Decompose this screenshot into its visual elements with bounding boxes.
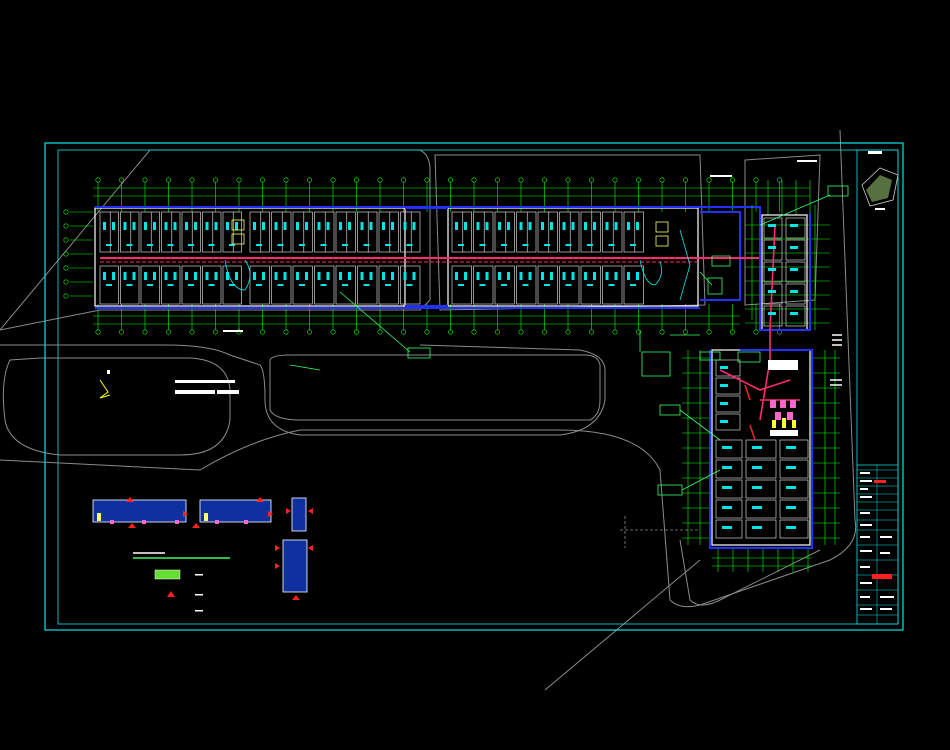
- key-plan: [861, 151, 899, 210]
- building-wing-horizontal: [63, 177, 810, 335]
- site-terrain-lines: [0, 129, 857, 691]
- title-block: [857, 465, 898, 624]
- legend-item-hatched: [154, 569, 203, 580]
- annotation-leaders: [289, 185, 849, 496]
- legend-item-triangle: [167, 591, 203, 597]
- drawing-title-block: [99, 370, 239, 399]
- building-wing-vertical: [682, 180, 842, 572]
- detail-section-1: [92, 497, 313, 600]
- sheet-frame: [44, 142, 904, 631]
- legend: [133, 552, 230, 612]
